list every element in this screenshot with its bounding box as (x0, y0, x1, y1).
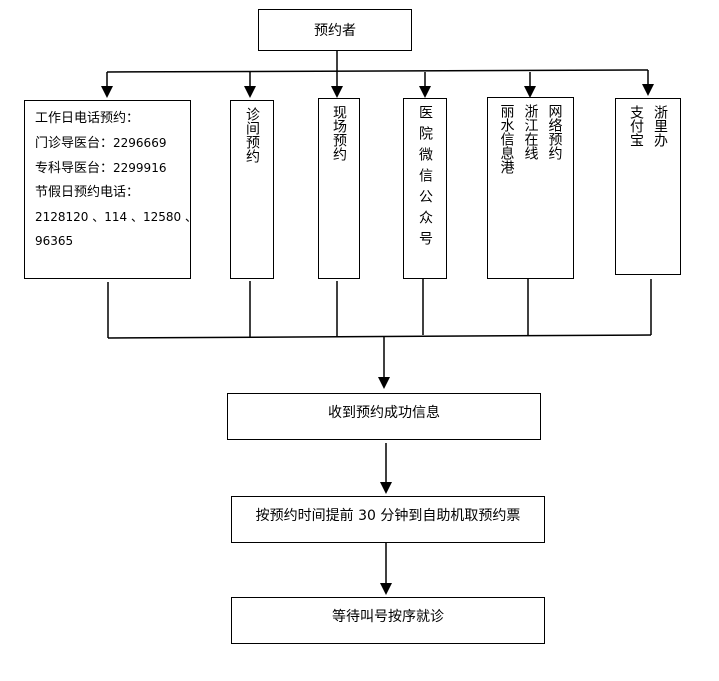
booker-label: 预约者 (314, 23, 356, 39)
phone-booking-box: 工作日电话预约： 门诊导医台：2296669 专科导医台：2299916 节假日… (24, 100, 197, 279)
zheliban-label: 浙里办 (652, 105, 668, 147)
step-ticket-label: 按预约时间提前 30 分钟到自助机取预约票 (255, 508, 521, 524)
step-wait-box: 等待叫号按序就诊 (231, 597, 545, 644)
zhejiang-online-label: 浙江在线 (522, 104, 539, 160)
step-received-label: 收到预约成功信息 (328, 405, 440, 421)
phone-line-specialist: 专科导医台：2299916 (35, 161, 167, 176)
phone-line-workday: 工作日电话预约： (35, 111, 140, 126)
phone-numbers-2: 96365 (35, 234, 74, 248)
step-ticket-box: 按预约时间提前 30 分钟到自助机取预约票 (231, 496, 545, 543)
lishui-info-label: 丽水信息港 (498, 104, 515, 174)
phone-numbers-1: 2128120 、114 、12580 、 (35, 210, 197, 224)
app-booking-box: 浙里办 支付宝 (615, 98, 681, 275)
booker-box: 预约者 (258, 9, 412, 51)
step-received-box: 收到预约成功信息 (227, 393, 541, 440)
clinic-booking-label: 诊间预约 (244, 107, 260, 163)
phone-line-holiday: 节假日预约电话： (35, 185, 140, 200)
wechat-booking-box: 医院微信公众号 (403, 98, 447, 279)
alipay-label: 支付宝 (628, 105, 644, 147)
onsite-booking-label: 现场预约 (331, 105, 347, 161)
online-booking-box: 网络预约 浙江在线 丽水信息港 (487, 97, 574, 279)
clinic-booking-box: 诊间预约 (230, 100, 274, 279)
phone-line-outpatient: 门诊导医台：2296669 (35, 136, 167, 151)
wechat-booking-label: 医院微信公众号 (417, 105, 433, 252)
online-booking-label: 网络预约 (546, 104, 563, 160)
onsite-booking-box: 现场预约 (318, 98, 360, 279)
step-wait-label: 等待叫号按序就诊 (332, 609, 444, 625)
